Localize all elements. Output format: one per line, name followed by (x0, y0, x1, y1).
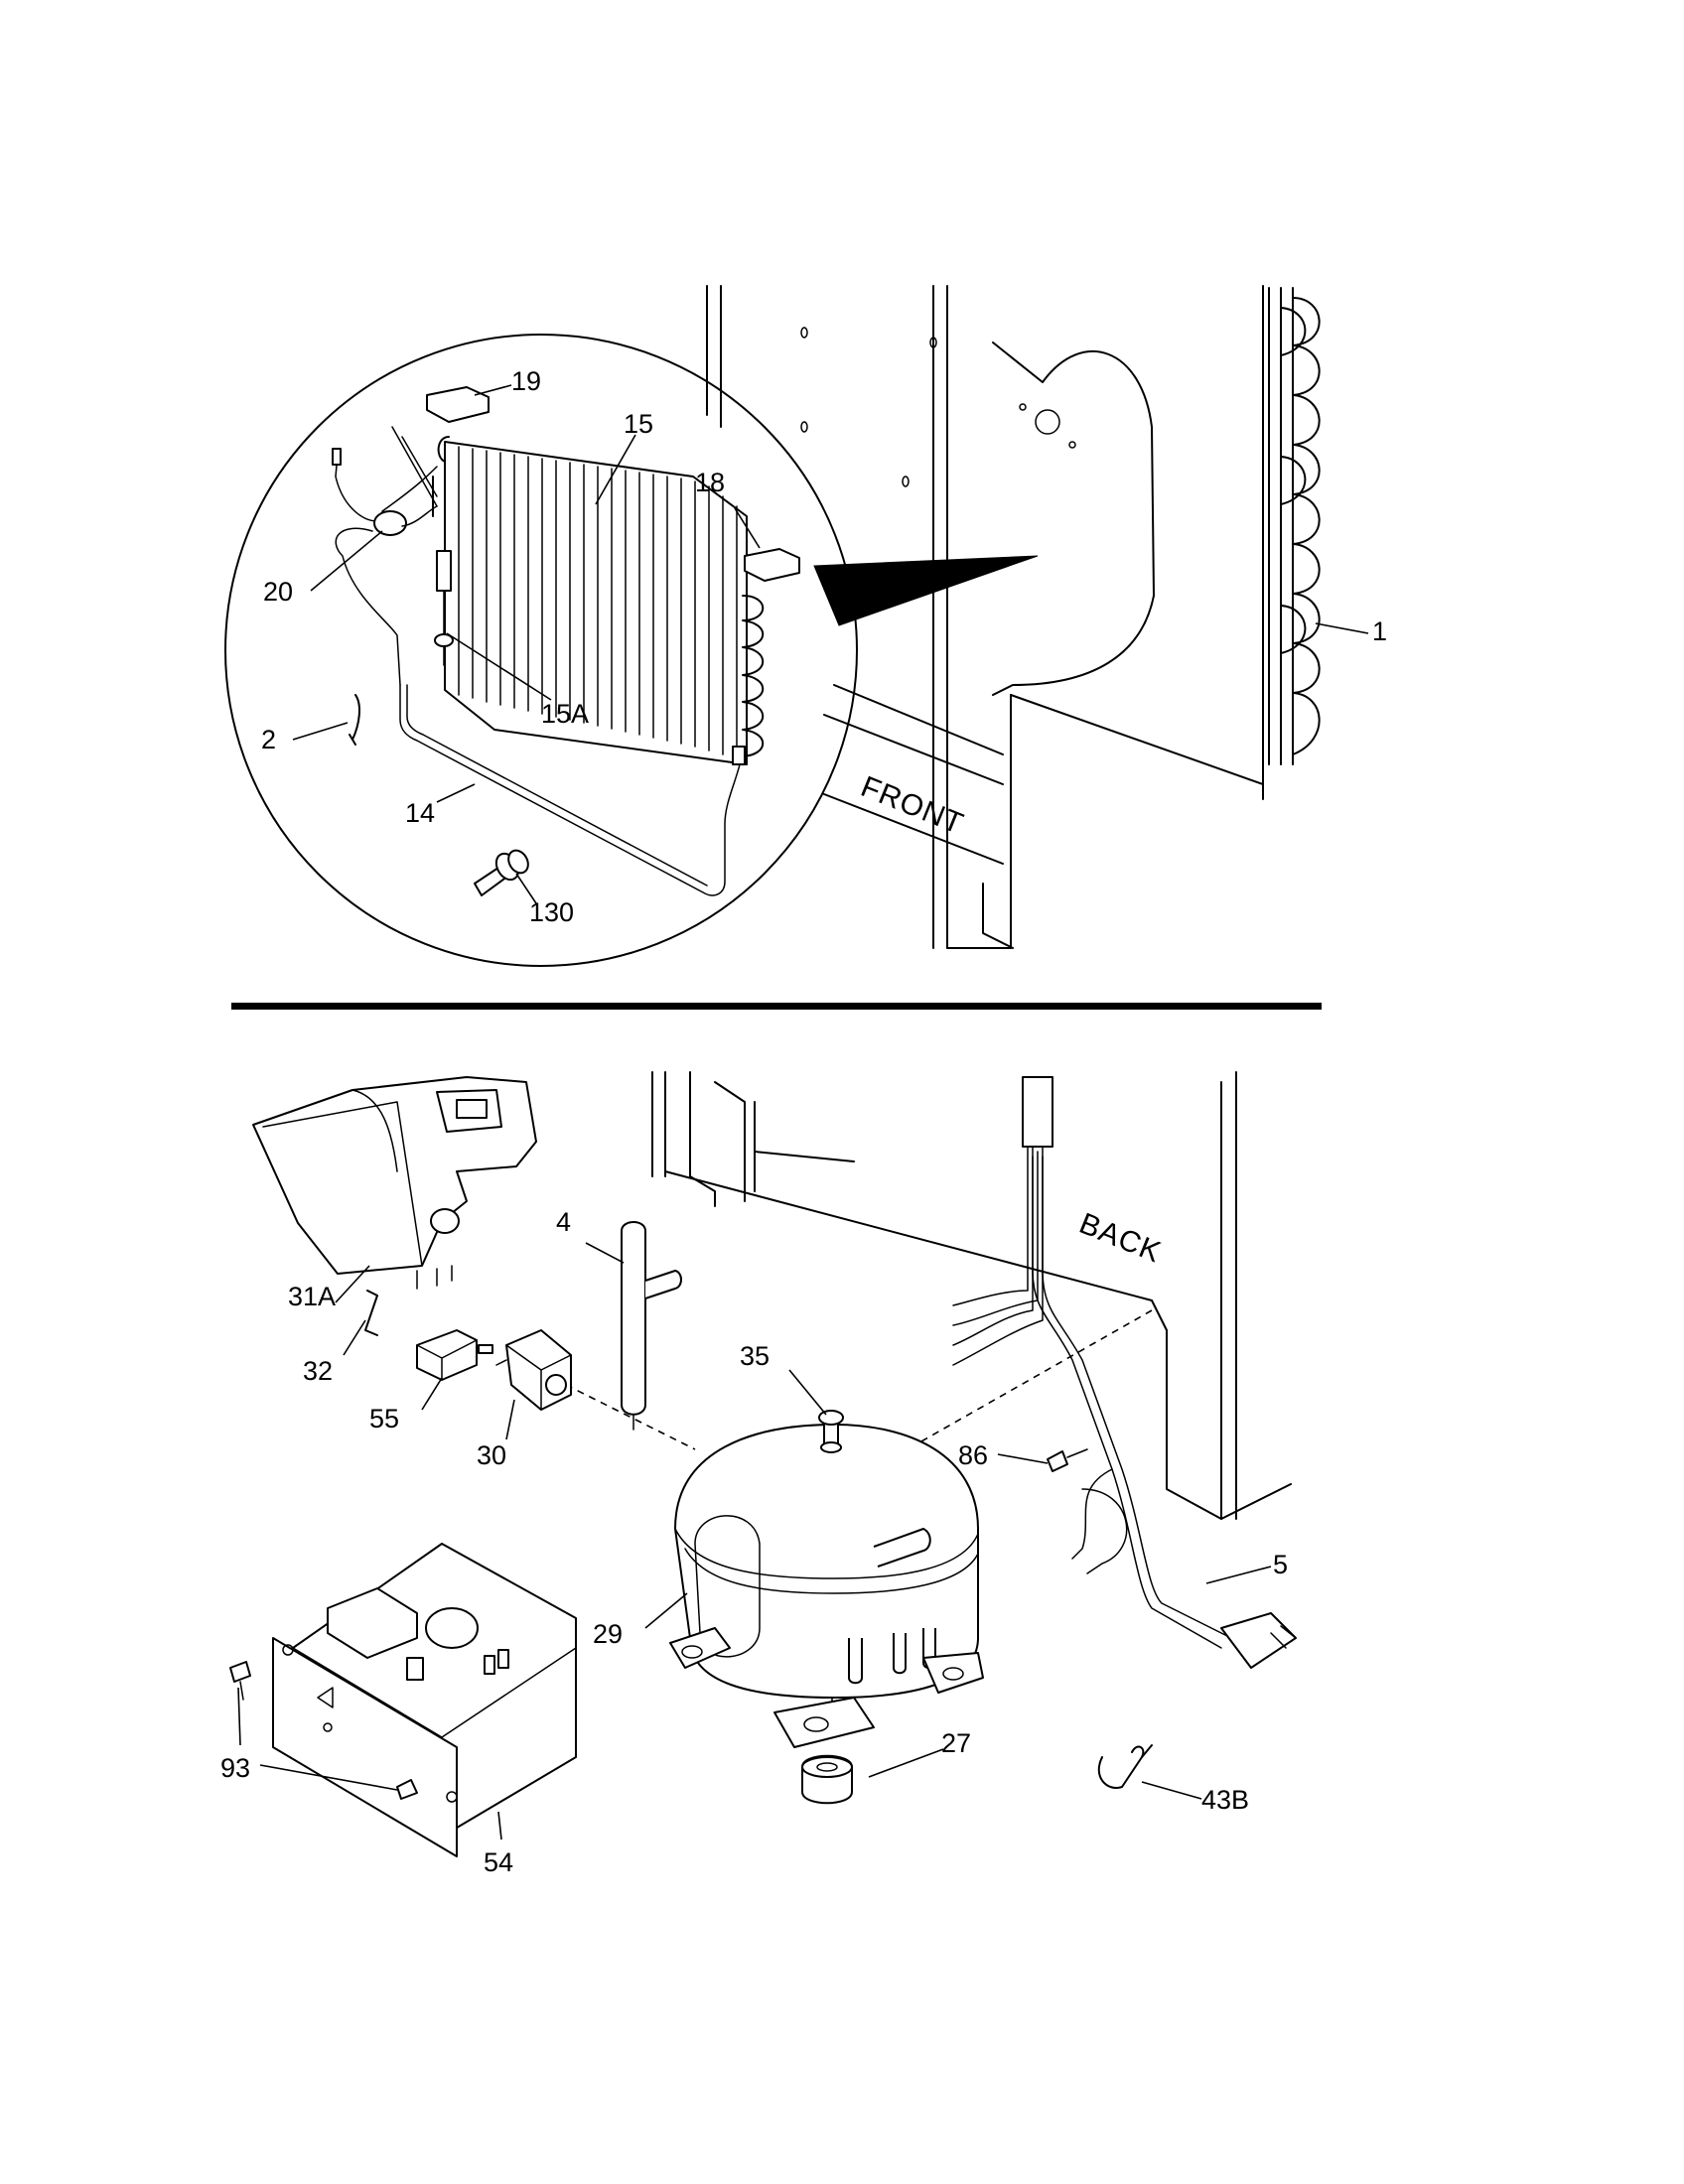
callout-2: 2 (261, 725, 276, 754)
callout-54: 54 (484, 1847, 513, 1877)
relay-55 (416, 1329, 493, 1381)
cabinet-label-front: FRONT (856, 770, 968, 841)
callout-86: 86 (958, 1440, 988, 1470)
callout-5: 5 (1273, 1550, 1288, 1579)
overload-30 (495, 1329, 572, 1411)
pad-19 (426, 386, 490, 423)
callout-19: 19 (511, 366, 541, 396)
callout-29: 29 (593, 1619, 623, 1649)
callout-4: 4 (556, 1207, 571, 1237)
power-cord-5 (952, 1076, 1297, 1669)
callout-18: 18 (695, 468, 725, 497)
terminal-15a (434, 550, 454, 666)
callout-43b: 43B (1201, 1785, 1249, 1815)
callout-35: 35 (740, 1341, 770, 1371)
leaders-top (292, 384, 1369, 904)
callout-20: 20 (263, 577, 293, 607)
detail-circle (224, 334, 858, 967)
defrost-thermostat (332, 426, 438, 686)
callout-1: 1 (1372, 616, 1387, 646)
cabinet-label-back: BACK (1074, 1207, 1166, 1270)
callout-14: 14 (405, 798, 435, 828)
callout-30: 30 (477, 1440, 506, 1470)
callout-93: 93 (220, 1753, 250, 1783)
callout-31a: 31A (288, 1282, 336, 1311)
grommet-27 (801, 1754, 853, 1805)
clip-43b (1097, 1744, 1153, 1789)
view-pointer (813, 555, 1039, 626)
drier-4 (621, 1221, 682, 1431)
callout-130: 130 (529, 897, 574, 927)
callout-15a: 15A (541, 699, 589, 729)
section-divider (231, 1003, 1322, 1010)
callout-32: 32 (303, 1356, 333, 1386)
compressor-29 (669, 1424, 984, 1748)
callout-55: 55 (369, 1404, 399, 1433)
control-board-54 (272, 1543, 577, 1857)
condenser-coil (1268, 287, 1321, 765)
clip-2 (349, 694, 360, 746)
defrost-heater-14 (399, 684, 746, 896)
screw-93 (229, 1661, 418, 1800)
callout-15: 15 (624, 409, 653, 439)
pad-18 (744, 548, 800, 582)
callout-27: 27 (941, 1728, 971, 1758)
evaporator (432, 436, 764, 765)
drain-130 (474, 849, 529, 896)
clip-32 (364, 1290, 378, 1336)
ice-maker-31a (252, 1076, 537, 1290)
screw-86 (1047, 1448, 1088, 1472)
cabinet-upper (706, 285, 1264, 949)
leaders-bottom (237, 1242, 1272, 1841)
